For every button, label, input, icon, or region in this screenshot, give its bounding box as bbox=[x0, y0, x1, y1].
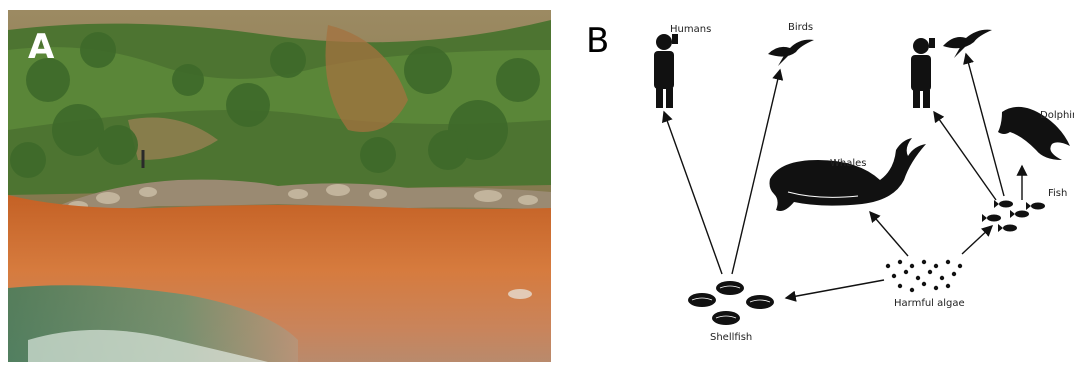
human-right-icon bbox=[911, 38, 935, 108]
human-left-icon bbox=[654, 34, 678, 108]
panel-a-label: A bbox=[28, 30, 54, 64]
whale-icon bbox=[770, 138, 927, 211]
red-tide-photo bbox=[8, 10, 551, 362]
arrow-fish-to-birds bbox=[966, 54, 1004, 196]
floating-debris bbox=[508, 289, 532, 299]
fish-label: Fish bbox=[1048, 188, 1067, 199]
arrow-shellfish-to-birds bbox=[732, 70, 780, 274]
arrow-shellfish-to-humans bbox=[664, 112, 722, 274]
bird-right-icon bbox=[943, 30, 992, 58]
arrow-fish-to-humans bbox=[934, 112, 996, 200]
humans-label: Humans bbox=[670, 24, 711, 35]
arrow-algae-to-fish bbox=[962, 226, 992, 254]
food-web-diagram: Humans Birds Dolphins Wh bbox=[618, 4, 1074, 360]
birds-label: Birds bbox=[788, 22, 813, 33]
shellfish-icon bbox=[688, 281, 774, 325]
dolphins-label: Dolphins bbox=[1040, 110, 1074, 121]
bird-left-icon bbox=[768, 40, 814, 66]
arrow-algae-to-shellfish bbox=[786, 280, 884, 298]
harmful-algae-icon bbox=[886, 260, 962, 292]
panel-b-label: B bbox=[586, 24, 609, 58]
arrow-algae-to-whales bbox=[870, 212, 908, 256]
whales-label: Whales bbox=[830, 158, 867, 169]
harmful-algae-label: Harmful algae bbox=[894, 298, 965, 309]
shellfish-label: Shellfish bbox=[710, 332, 752, 343]
